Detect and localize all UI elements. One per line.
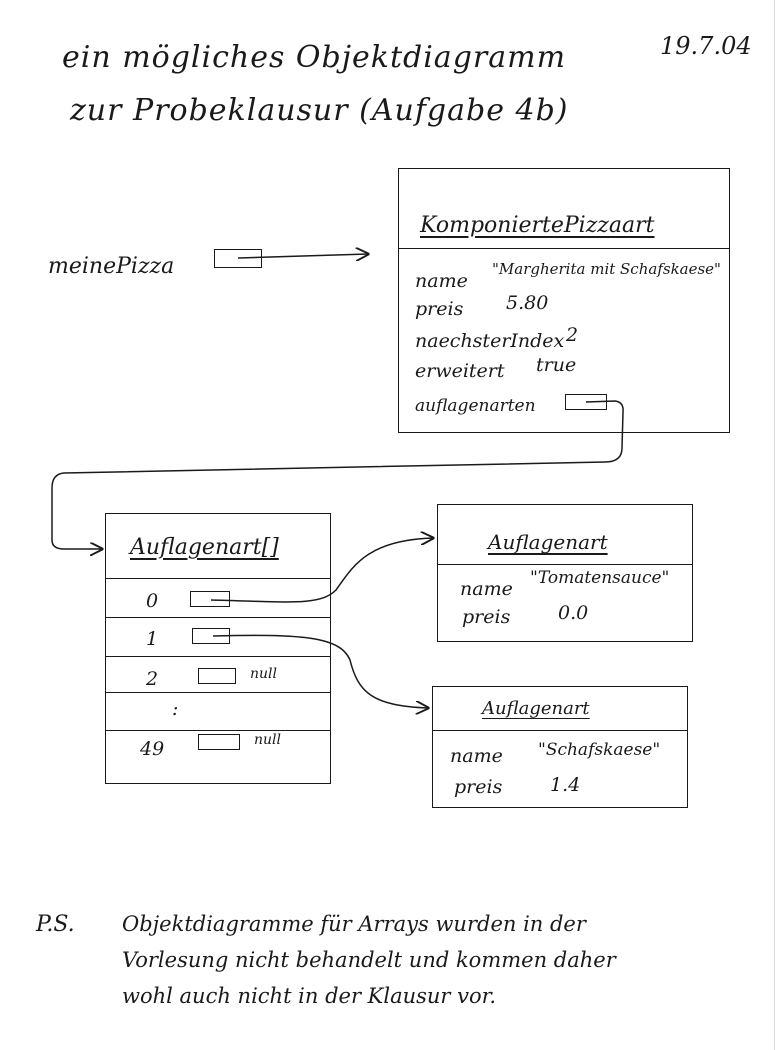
array-row-reference-box: [190, 591, 230, 607]
topping1-preis-value: 0.0: [558, 602, 589, 624]
pizza-object-box: [398, 168, 730, 433]
topping2-preis-label: preis: [454, 776, 503, 798]
topping1-name-value: "Tomatensauce": [530, 568, 670, 588]
title-line-1: ein mögliches Objektdiagramm: [62, 40, 567, 75]
topping1-name-label: name: [460, 578, 513, 600]
array-row-index: 0: [146, 590, 159, 612]
pizza-divider: [398, 248, 730, 249]
pizza-index-label: naechsterIndex: [415, 330, 565, 352]
pizza-erweitert-value: true: [536, 354, 577, 376]
pizza-erweitert-label: erweitert: [415, 360, 505, 382]
array-row-index: 1: [146, 628, 159, 650]
array-row-reference-box: [198, 668, 236, 684]
array-row-null-label: null: [254, 732, 281, 748]
topping2-object-box: [432, 686, 688, 808]
array-divider: [105, 617, 331, 618]
topping2-class-name: Auflagenart: [482, 698, 590, 719]
pizza-index-value: 2: [566, 324, 579, 346]
variable-name: meinePizza: [48, 254, 175, 279]
topping2-divider: [432, 730, 688, 731]
topping2-name-value: "Schafskaese": [538, 740, 661, 760]
topping1-divider: [437, 564, 693, 565]
date: 19.7.04: [660, 32, 752, 60]
array-divider: [105, 692, 331, 693]
topping1-class-name: Auflagenart: [488, 530, 608, 554]
array-object-box: [105, 513, 331, 784]
pizza-name-value: "Margherita mit Schafskaese": [492, 260, 721, 278]
pizza-class-name: KomponiertePizzaart: [420, 213, 655, 238]
array-class-name: Auflagenart[]: [130, 535, 279, 560]
pizza-auflagen-label: auflagenarten: [415, 396, 536, 416]
pizza-preis-label: preis: [415, 298, 464, 320]
pizza-name-label: name: [415, 270, 468, 292]
array-row-ellipsis: :: [172, 698, 179, 720]
array-divider: [105, 730, 331, 731]
topping1-preis-label: preis: [462, 606, 511, 628]
arrow-variable-to-pizza: [237, 254, 368, 258]
array-row-index: 2: [146, 668, 159, 690]
arrow-pizza-to-array: [51, 400, 624, 549]
note-line-2: Vorlesung nicht behandelt und kommen dah…: [122, 948, 616, 972]
variable-reference-box: [214, 249, 262, 268]
array-row-null-label: null: [250, 666, 277, 682]
pizza-preis-value: 5.80: [506, 292, 549, 314]
arrow-array-0-to-topping1: [210, 538, 433, 603]
array-divider: [105, 656, 331, 657]
note-line-3: wohl auch nicht in der Klausur vor.: [122, 984, 497, 1008]
arrow-array-1-to-topping2: [212, 634, 428, 708]
array-divider-header: [105, 578, 331, 579]
note-prefix: P.S.: [36, 912, 75, 937]
topping2-preis-value: 1.4: [550, 774, 581, 796]
note-line-1: Objektdiagramme für Arrays wurden in der: [122, 912, 586, 936]
array-row-reference-box: [198, 734, 240, 750]
topping2-name-label: name: [450, 745, 503, 767]
title-line-2: zur Probeklausur (Aufgabe 4b): [70, 93, 569, 128]
topping1-object-box: [437, 504, 693, 642]
array-row-index: 49: [140, 738, 165, 760]
